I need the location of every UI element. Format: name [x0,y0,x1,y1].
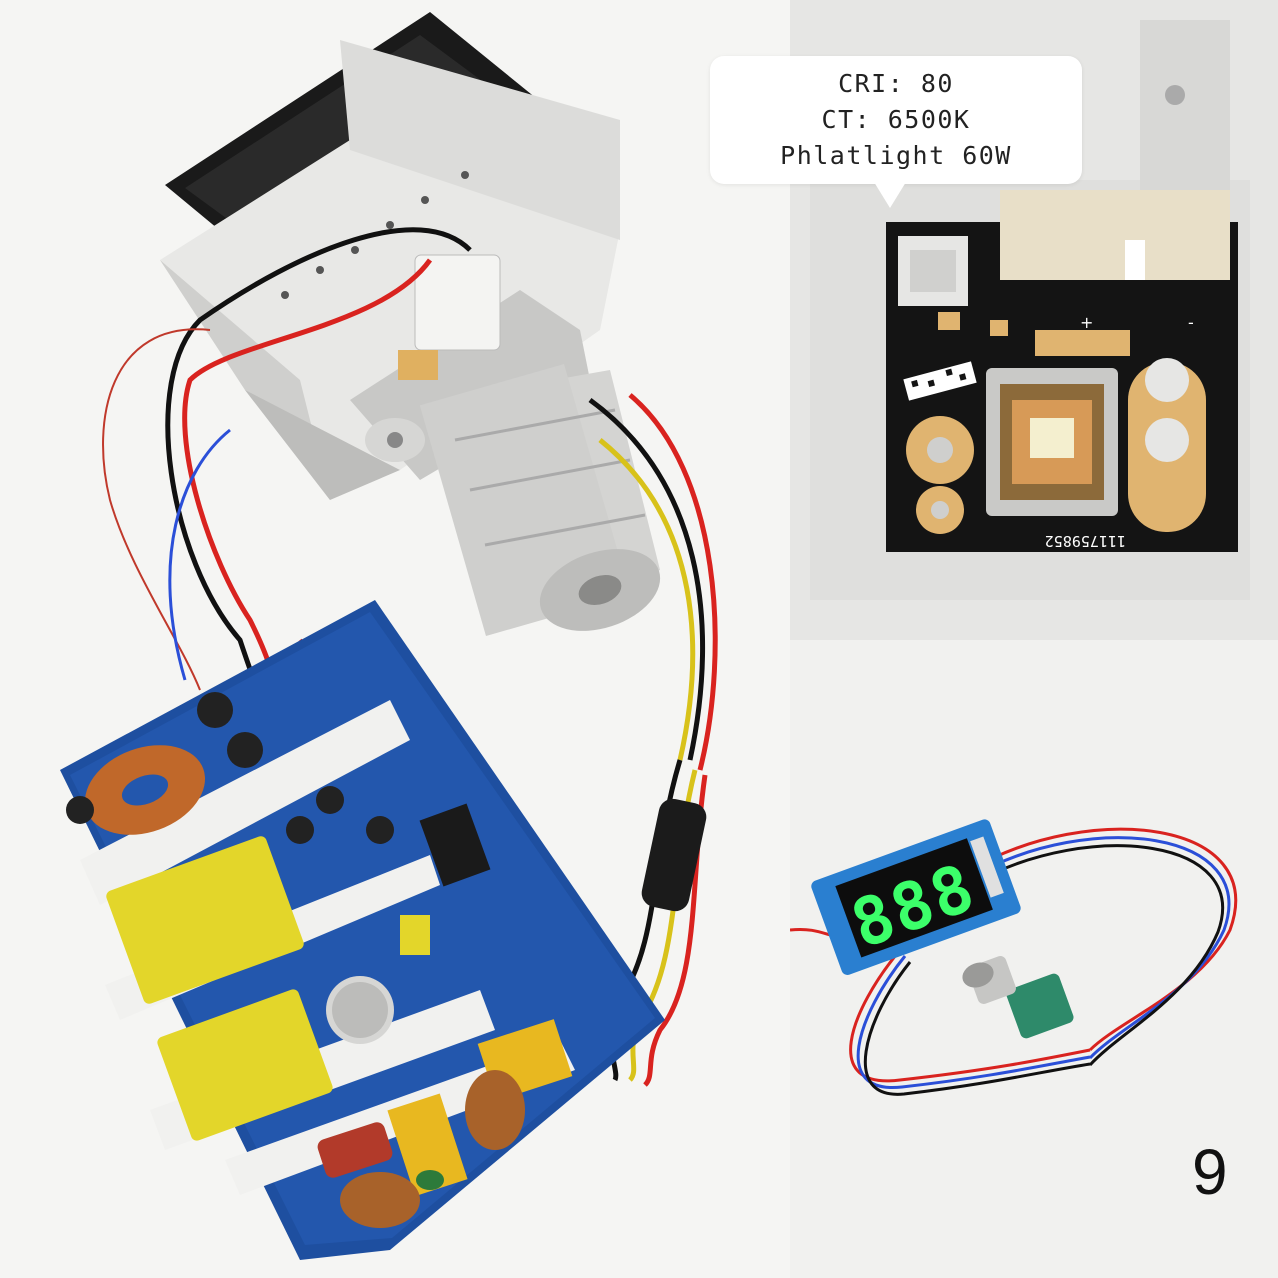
dimmer-wires [790,827,1238,1096]
display-board: 888 [811,819,1021,975]
potentiometer [962,956,1074,1039]
polarity-minus: - [1188,313,1194,332]
callout-pointer [874,182,906,208]
lens-barrel [350,290,661,637]
photo-power-supply-assembly [60,12,718,1260]
page-number: 9 [1192,1136,1228,1208]
spec-cri: CRI: 80 [838,69,954,98]
datamatrix-code [903,361,977,401]
spec-color-temperature: CT: 6500K [821,105,971,134]
spec-model-power: Phlatlight 60W [780,141,1012,170]
display-module-illustration: 888 [790,819,1238,1096]
wires [102,227,718,1087]
photo-display-dimmer-module: 888 [790,640,1278,1278]
assembly-illustration [60,12,718,1260]
led-emitter [1030,418,1074,458]
spec-callout: CRI: 80 CT: 6500K Phlatlight 60W [710,56,1082,184]
power-supply-pcb [60,600,665,1260]
polarity-plus: + [1080,313,1093,332]
wire-connector [398,254,501,380]
serial-number: 111759852 [1045,532,1126,550]
